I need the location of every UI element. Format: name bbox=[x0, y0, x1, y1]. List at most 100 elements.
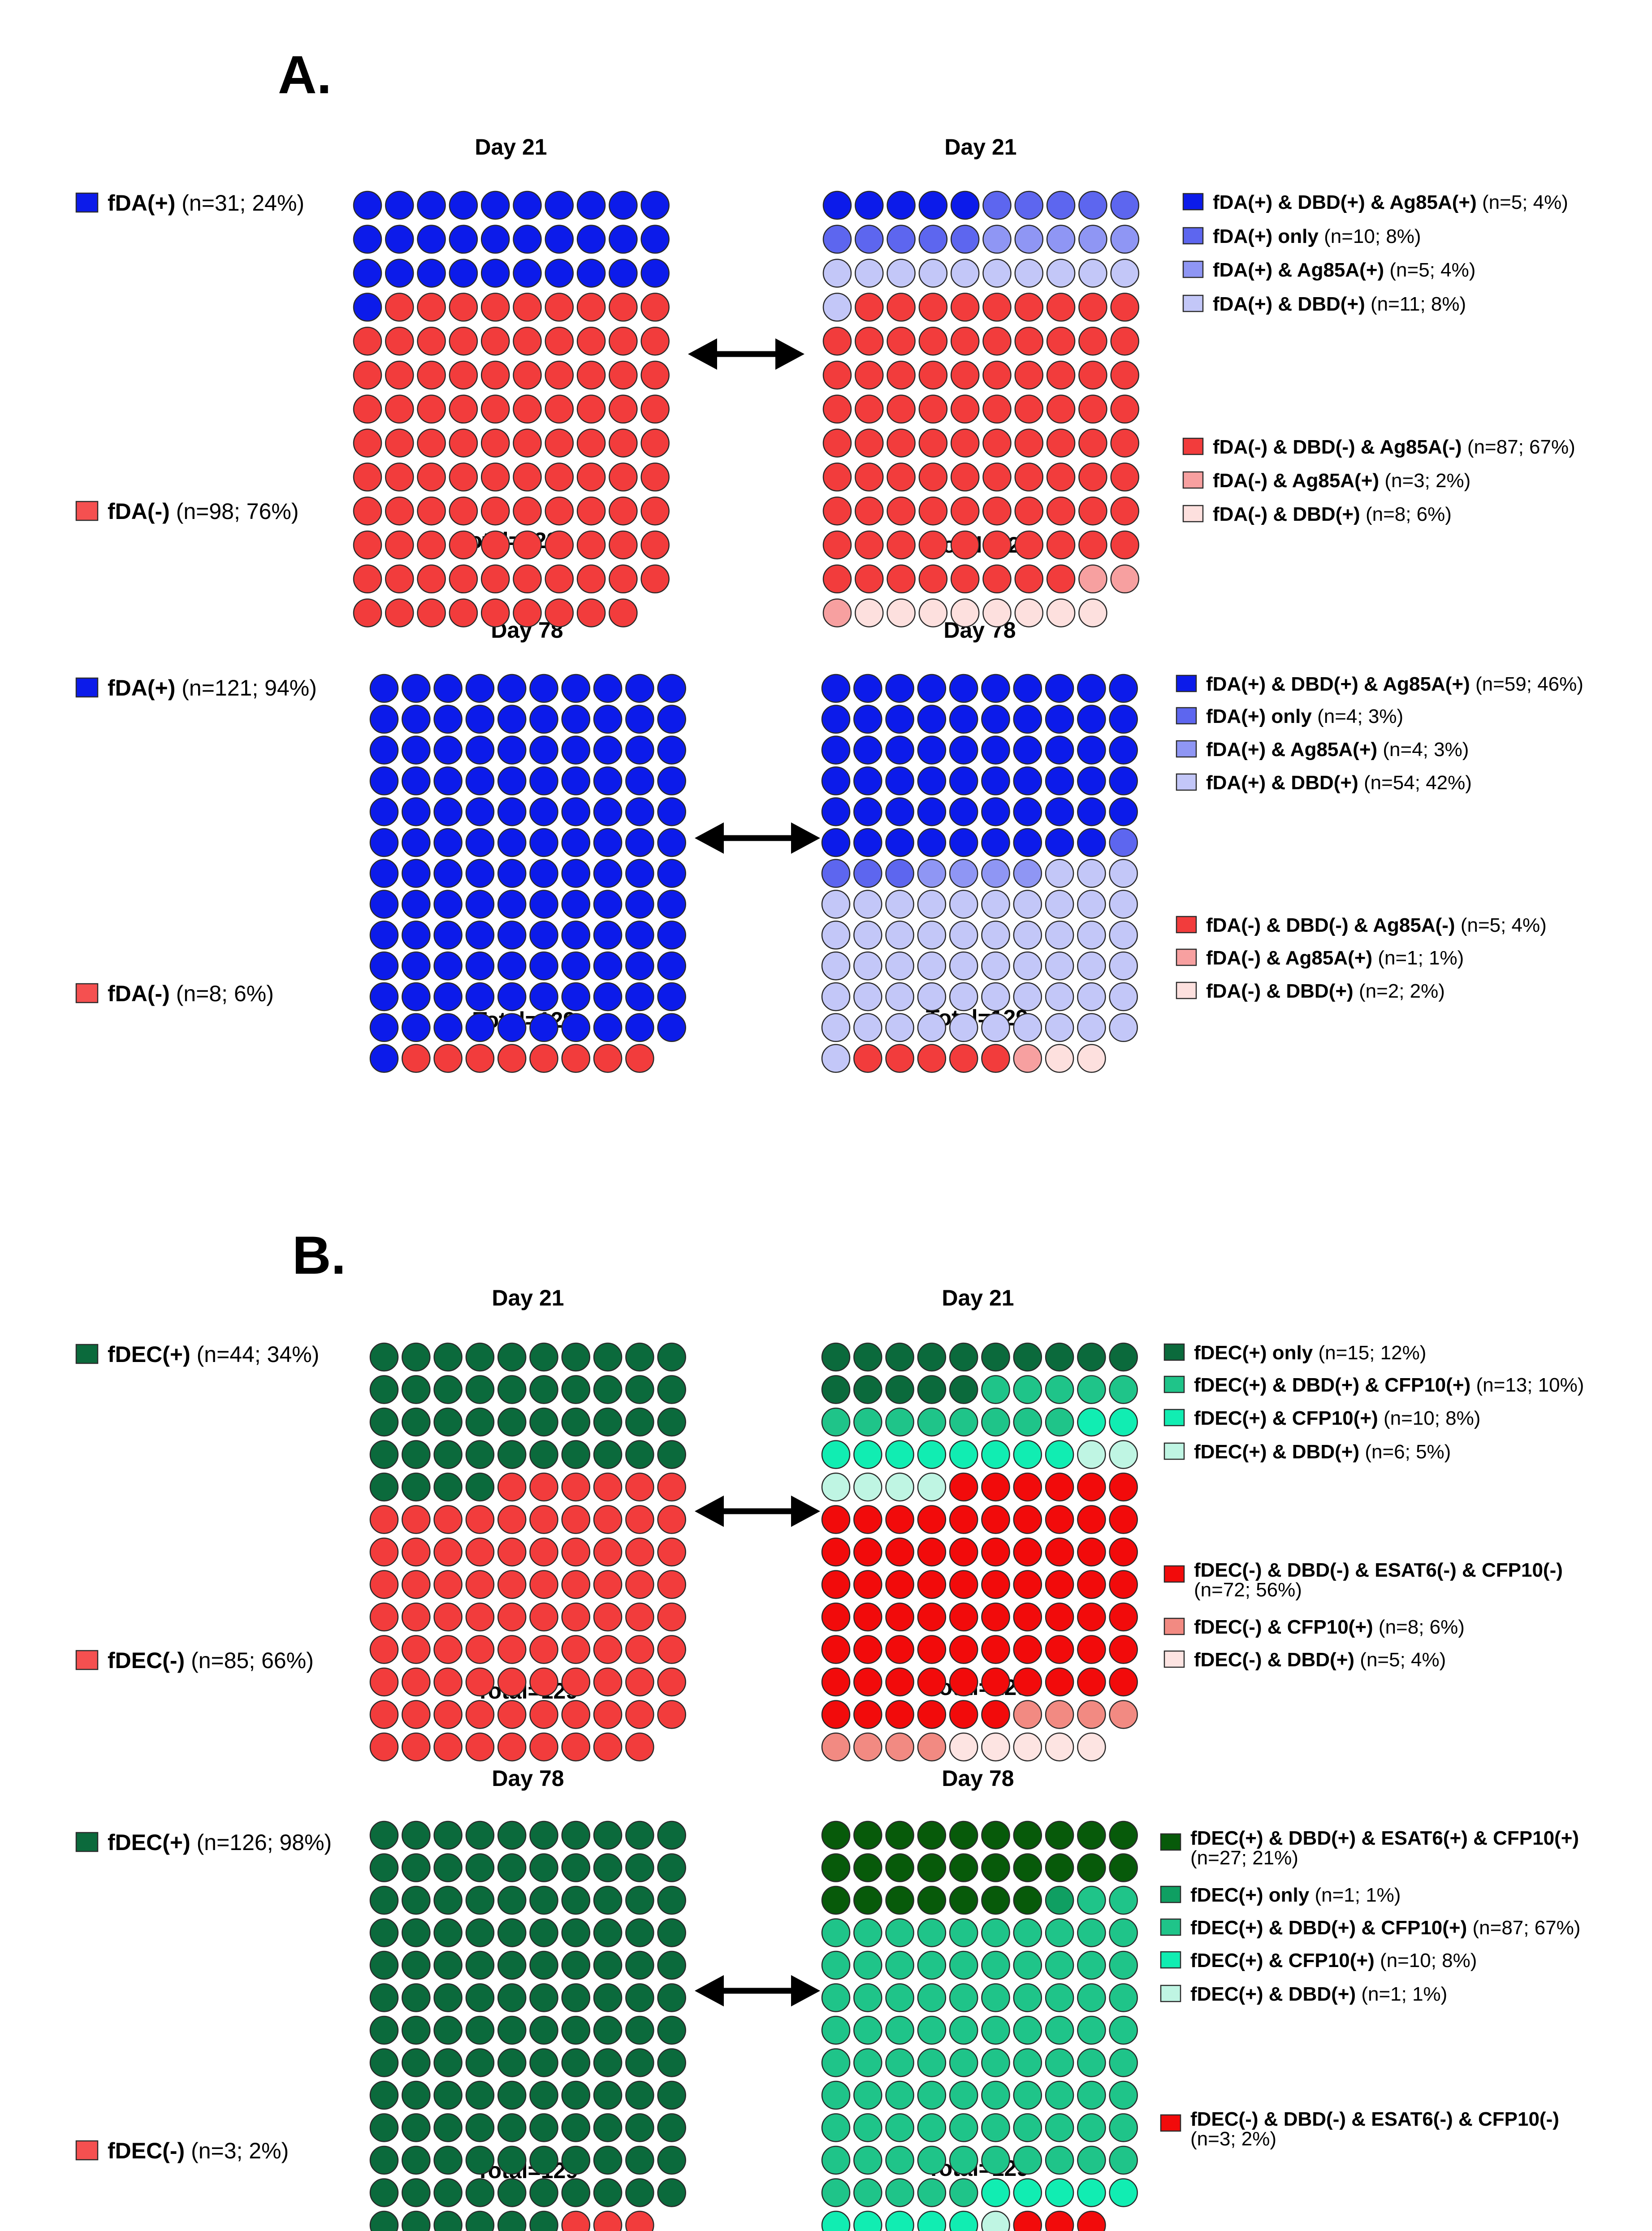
waffle-dot bbox=[981, 2080, 1010, 2110]
waffle-dot bbox=[885, 1885, 914, 1915]
waffle-dot bbox=[561, 735, 591, 765]
waffle-dot bbox=[1013, 1407, 1042, 1437]
waffle-dot bbox=[1013, 828, 1042, 857]
waffle-dot bbox=[1046, 293, 1076, 322]
waffle-dot bbox=[593, 2113, 623, 2142]
waffle-dot bbox=[497, 1885, 527, 1915]
waffle-dot bbox=[625, 2145, 654, 2175]
legend-value: (n=1; 1%) bbox=[1309, 1884, 1401, 1906]
waffle-dot bbox=[1077, 921, 1106, 950]
waffle-dot bbox=[433, 705, 463, 734]
waffle-dot bbox=[593, 828, 623, 857]
waffle-dot bbox=[529, 1407, 558, 1437]
legend-label: fDEC(-) & CFP10(+) (n=8; 6%) bbox=[1194, 1616, 1465, 1638]
waffle-dot bbox=[981, 1537, 1010, 1567]
waffle-dot bbox=[576, 496, 606, 526]
waffle-dot bbox=[1110, 293, 1139, 322]
waffle-dot bbox=[593, 921, 623, 950]
waffle-dot bbox=[1045, 921, 1074, 950]
legend-label: fDEC(+) & CFP10(+) (n=10; 8%) bbox=[1194, 1407, 1480, 1429]
waffle-dot bbox=[1013, 1472, 1042, 1502]
waffle-dot bbox=[640, 394, 670, 424]
waffle-dot bbox=[417, 259, 446, 288]
legend-label: fDA(-) & Ag85A(+) (n=1; 1%) bbox=[1206, 947, 1464, 969]
waffle-dot bbox=[465, 890, 495, 919]
legend-value: (n=27; 21%) bbox=[1190, 1847, 1298, 1869]
waffle-dot bbox=[917, 2015, 947, 2045]
waffle-dot bbox=[625, 1407, 654, 1437]
waffle-dot bbox=[1046, 496, 1076, 526]
waffle-dot bbox=[1077, 1440, 1106, 1469]
waffle-dot bbox=[821, 921, 851, 950]
waffle-dot bbox=[1109, 2015, 1138, 2045]
waffle-dot bbox=[821, 951, 851, 981]
waffle-dot bbox=[513, 564, 542, 594]
waffle-dot bbox=[982, 598, 1012, 627]
waffle-dot bbox=[821, 1537, 851, 1567]
waffle-dot bbox=[465, 1407, 495, 1437]
waffle-dot bbox=[561, 1013, 591, 1042]
waffle-dot bbox=[949, 1407, 978, 1437]
waffle-dot bbox=[821, 1375, 851, 1404]
waffle-dot bbox=[609, 326, 638, 356]
waffle-dot bbox=[593, 1505, 623, 1534]
waffle-dot bbox=[561, 2145, 591, 2175]
legend-label: fDEC(-) & DBD(-) & ESAT6(-) & CFP10(-) bbox=[1190, 2108, 1559, 2130]
waffle-dot bbox=[576, 428, 606, 458]
waffle-dot bbox=[353, 326, 382, 356]
waffle-dot bbox=[480, 190, 510, 220]
waffle-dot bbox=[1109, 1375, 1138, 1404]
waffle-dot bbox=[949, 2113, 978, 2142]
waffle-dot bbox=[609, 225, 638, 254]
waffle-dot bbox=[982, 463, 1012, 492]
waffle-dot bbox=[465, 1853, 495, 1882]
waffle-dot bbox=[1110, 259, 1139, 288]
waffle-dot bbox=[887, 225, 916, 254]
legend-key: fDA(-) bbox=[108, 499, 170, 524]
legend-key: fDEC(-) & DBD(+) bbox=[1194, 1649, 1354, 1671]
waffle-dot bbox=[433, 1570, 463, 1599]
waffle-dot bbox=[433, 1505, 463, 1534]
waffle-dot bbox=[353, 293, 382, 322]
legend-key: fDA(+) & DBD(+) & Ag85A(+) bbox=[1206, 673, 1470, 695]
legend-label: fDEC(+) & CFP10(+) (n=10; 8%) bbox=[1190, 1950, 1477, 1972]
waffle-dot bbox=[853, 2015, 882, 2045]
waffle-dot bbox=[981, 1342, 1010, 1372]
legend-key: fDEC(-) & DBD(-) & ESAT6(-) & CFP10(-) bbox=[1194, 1559, 1563, 1581]
waffle-dot bbox=[949, 735, 978, 765]
legend-key: fDA(-) & Ag85A(+) bbox=[1206, 947, 1372, 969]
waffle-dot bbox=[821, 2113, 851, 2142]
legend-value: (n=59; 46%) bbox=[1470, 673, 1583, 695]
waffle-dot bbox=[855, 394, 884, 424]
waffle-dot bbox=[369, 674, 399, 703]
legend-key: fDA(+) bbox=[108, 675, 175, 700]
waffle-dot bbox=[1077, 2080, 1106, 2110]
legend-label: fDEC(+) only (n=15; 12%) bbox=[1194, 1342, 1426, 1364]
waffle-dot bbox=[369, 1732, 399, 1762]
waffle-dot bbox=[1045, 982, 1074, 1012]
legend-swatch bbox=[1182, 193, 1204, 211]
waffle-dot bbox=[529, 766, 558, 796]
waffle-dot bbox=[1046, 564, 1076, 594]
waffle-dot bbox=[529, 674, 558, 703]
waffle-dot bbox=[885, 828, 914, 857]
waffle-dot bbox=[433, 1700, 463, 1729]
waffle-dot bbox=[918, 190, 948, 220]
waffle-dot bbox=[822, 463, 852, 492]
waffle-dot bbox=[640, 259, 670, 288]
waffle-dot bbox=[887, 190, 916, 220]
waffle-panel bbox=[821, 1342, 1138, 1762]
waffle-dot bbox=[1109, 2178, 1138, 2207]
waffle-dot bbox=[561, 2080, 591, 2110]
waffle-dot bbox=[1013, 1505, 1042, 1534]
legend-swatch bbox=[1163, 1565, 1185, 1583]
waffle-dot bbox=[1045, 1570, 1074, 1599]
waffle-dot bbox=[480, 564, 510, 594]
waffle-dot bbox=[1014, 225, 1044, 254]
waffle-dot bbox=[385, 598, 414, 627]
waffle-dot bbox=[1045, 1700, 1074, 1729]
waffle-dot bbox=[402, 1983, 431, 2012]
waffle-dot bbox=[449, 259, 478, 288]
waffle-dot bbox=[529, 2080, 558, 2110]
waffle-dot bbox=[369, 1570, 399, 1599]
